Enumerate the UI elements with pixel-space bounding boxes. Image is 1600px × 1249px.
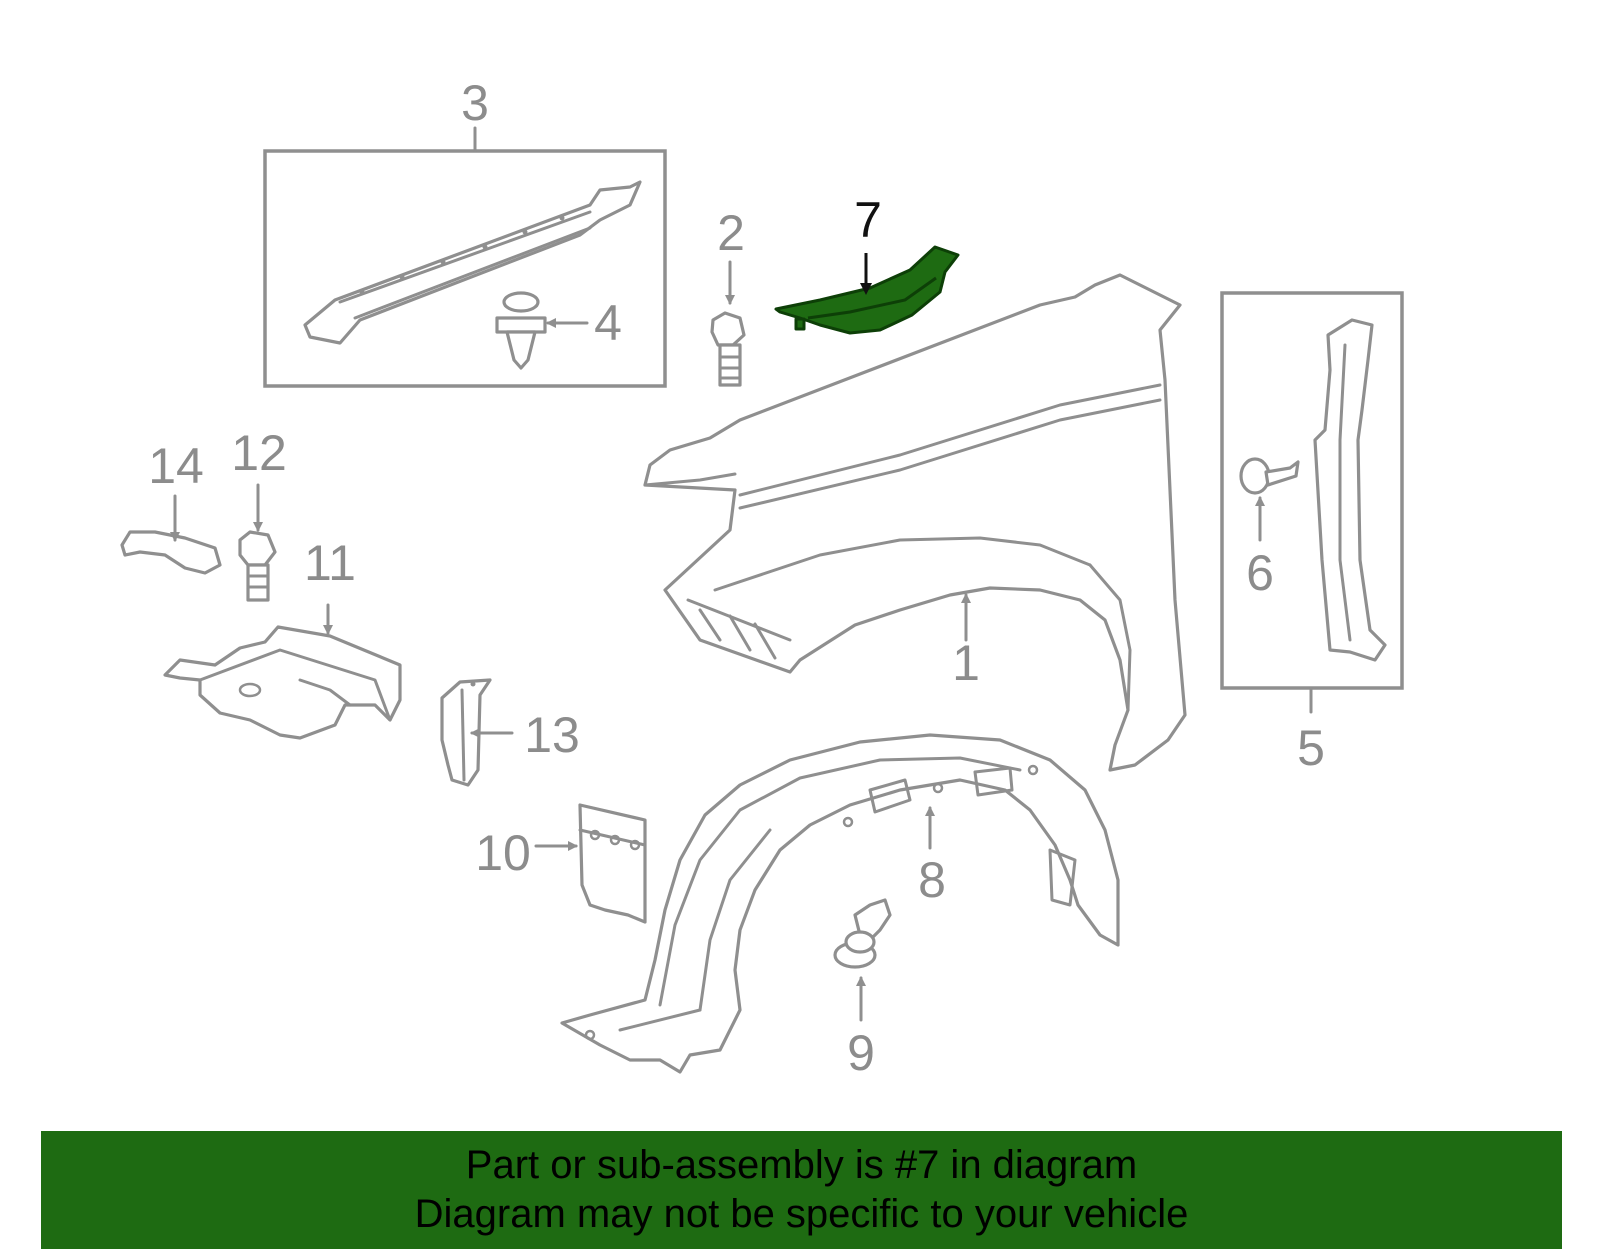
callout-10: 10: [475, 825, 531, 881]
part-8-liner[interactable]: [560, 733, 1120, 1074]
part-11-bracket[interactable]: [163, 625, 402, 740]
callout-2: 2: [717, 205, 745, 261]
part-13-seal[interactable]: [440, 678, 492, 787]
part-3-rail[interactable]: [303, 180, 642, 345]
part-10-mudflap[interactable]: [578, 803, 647, 924]
info-banner: Part or sub-assembly is #7 in diagram Di…: [41, 1131, 1562, 1249]
callout-3: 3: [461, 75, 489, 131]
part-1-fender[interactable]: [643, 273, 1187, 772]
part-2-bolt[interactable]: [710, 311, 746, 387]
part-9-clip[interactable]: [833, 898, 892, 969]
callout-9: 9: [847, 1025, 875, 1081]
banner-line-1: Part or sub-assembly is #7 in diagram: [465, 1143, 1138, 1187]
callout-4: 4: [594, 295, 622, 351]
callout-12: 12: [231, 425, 287, 481]
callout-13: 13: [524, 707, 580, 763]
callout-14: 14: [148, 438, 204, 494]
callout-5: 5: [1297, 720, 1325, 776]
callout-11: 11: [304, 535, 356, 591]
callout-6: 6: [1246, 545, 1274, 601]
callout-7: 7: [854, 192, 882, 248]
part-6-clip[interactable]: [1239, 457, 1300, 495]
banner-line-2: Diagram may not be specific to your vehi…: [414, 1192, 1189, 1236]
part-14-hook[interactable]: [120, 530, 222, 575]
part-4-clip[interactable]: [495, 291, 547, 370]
callout-1: 1: [952, 635, 980, 691]
part-5-pillar[interactable]: [1313, 318, 1387, 662]
part-12-bolt[interactable]: [238, 530, 277, 602]
part-3-box: [263, 149, 667, 388]
callout-8: 8: [918, 852, 946, 908]
